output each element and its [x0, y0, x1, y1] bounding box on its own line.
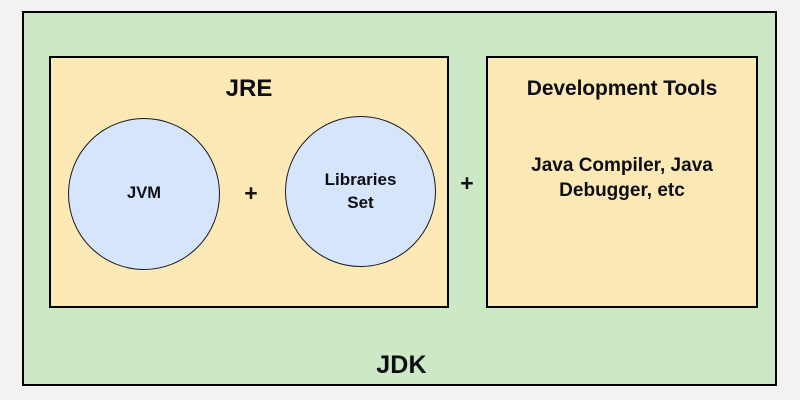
development-tools-panel-body: Java Compiler, Java Debugger, etc: [531, 155, 713, 202]
libraries-set-circle-label: Libraries Set: [324, 170, 397, 212]
development-tools-panel: Development Tools Java Compiler, Java De…: [486, 56, 758, 308]
jdk-container: JRE JVM + Libraries Set + Development To…: [22, 11, 777, 386]
plus-operator-icon-outer: +: [460, 170, 474, 196]
development-tools-panel-title: Development Tools: [526, 77, 718, 100]
jvm-circle: JVM: [68, 118, 220, 270]
jre-panel: JRE JVM + Libraries Set: [49, 56, 449, 308]
libraries-set-circle: Libraries Set: [285, 116, 436, 267]
plus-operator-icon-jre: +: [244, 180, 258, 206]
jre-panel-title: JRE: [225, 75, 273, 102]
jvm-circle-label: JVM: [127, 184, 161, 203]
jdk-label: JDK: [376, 351, 427, 379]
